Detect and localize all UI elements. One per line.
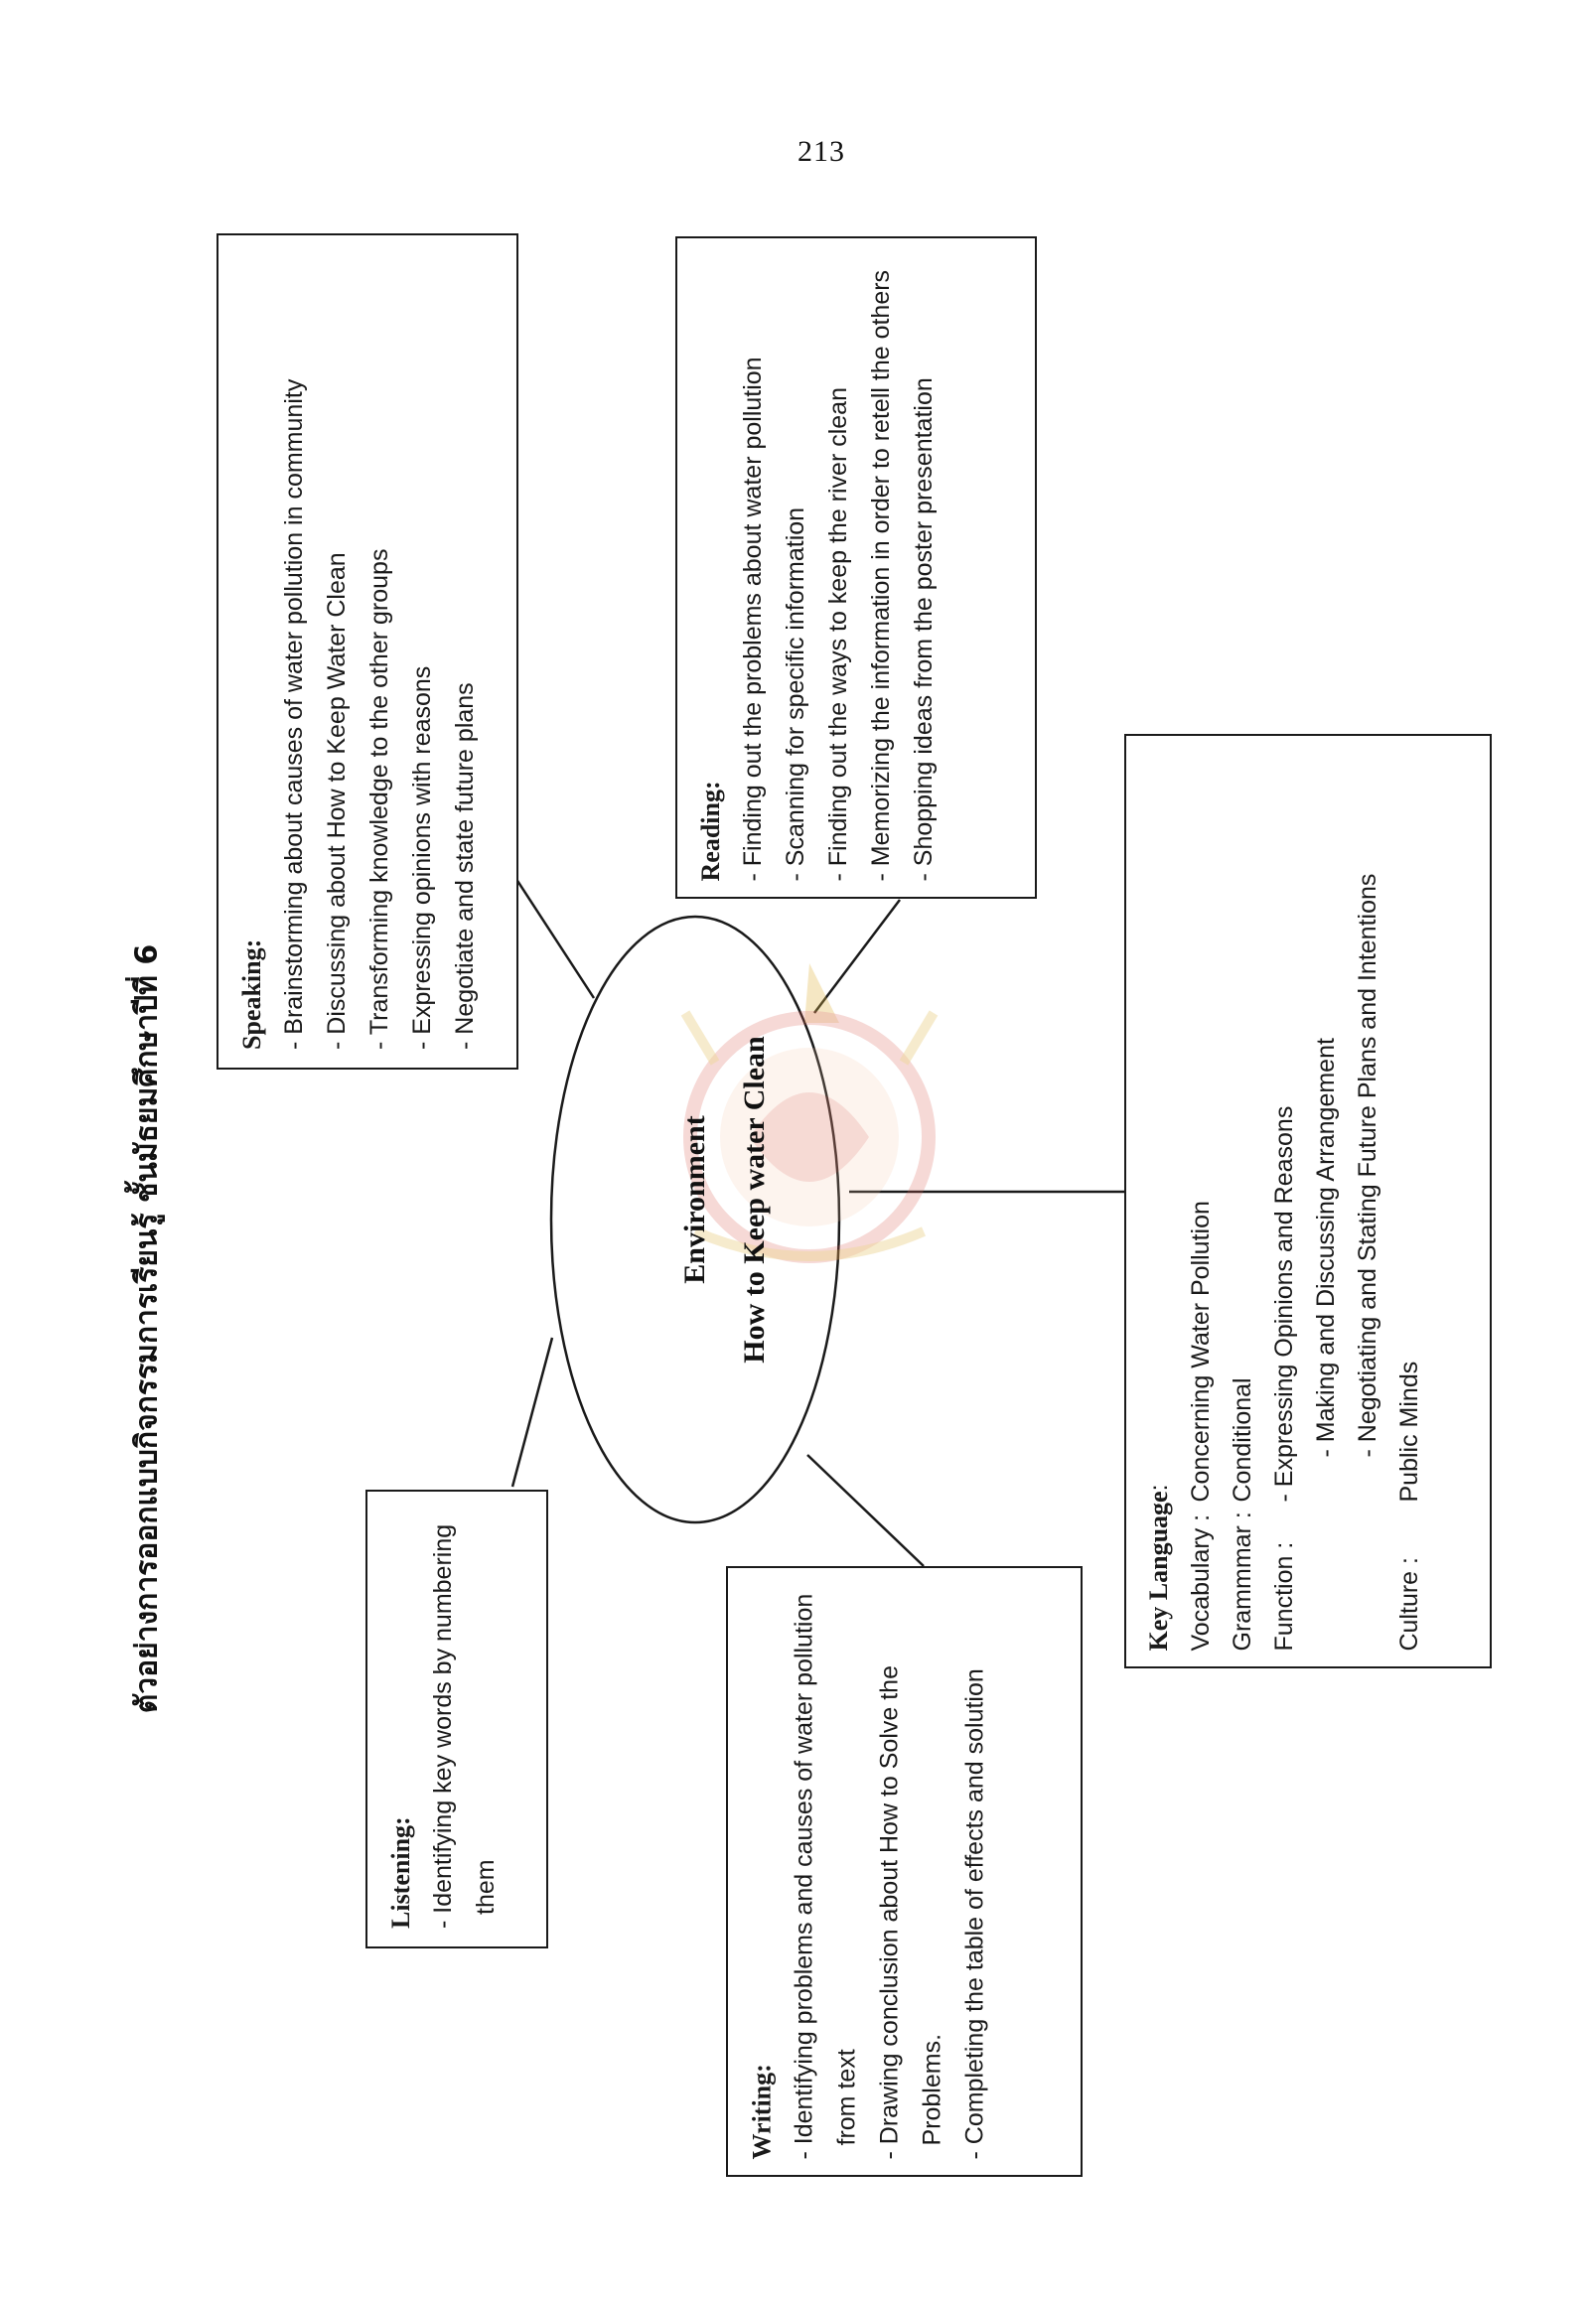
listening-heading: Listening:	[386, 1816, 415, 1929]
reading-item: - Memorizing the information in order to…	[867, 269, 895, 881]
function-row-continued: - Making and Discussing Arrangement	[1305, 752, 1347, 1651]
writing-heading: Writing:	[747, 2063, 776, 2159]
listening-item: - Identifying key words by numbering the…	[429, 1523, 500, 1929]
speaking-item: - Negotiate and state future plans	[451, 682, 479, 1050]
listening-box: Listening: - Identifying key words by nu…	[365, 1490, 548, 1948]
speaking-item: - Discussing about How to Keep Water Cle…	[323, 552, 351, 1050]
speaking-heading: Speaking:	[237, 938, 266, 1050]
function-row-continued: - Negotiating and Stating Future Plans a…	[1347, 752, 1388, 1651]
page-number: 213	[798, 135, 845, 168]
reading-item: - Shopping ideas from the poster present…	[910, 376, 938, 881]
function-item: - Negotiating and Stating Future Plans a…	[1354, 873, 1381, 1457]
speaking-item: - Transforming knowledge to the other gr…	[365, 548, 393, 1050]
grammar-row: Grammmar : Conditional	[1222, 752, 1263, 1651]
writing-item: - Completing the table of effects and so…	[960, 1667, 988, 2159]
speaking-item: - Expressing opinions with reasons	[408, 665, 436, 1050]
culture-label: Culture :	[1395, 1556, 1423, 1651]
center-topic: Environment How to Keep water Clean	[665, 1036, 785, 1363]
vocabulary-label: Vocabulary :	[1187, 1513, 1215, 1651]
vocabulary-value: Concerning Water Pollution	[1187, 1200, 1215, 1502]
connector-speaking	[507, 866, 596, 999]
key-language-box: Key Language: Vocabulary : Concerning Wa…	[1124, 734, 1492, 1668]
center-topic-line2: How to Keep water Clean	[738, 1036, 771, 1364]
function-row: Function : - Expressing Opinions and Rea…	[1263, 752, 1305, 1651]
function-item: - Expressing Opinions and Reasons	[1270, 1105, 1298, 1502]
seal-watermark	[680, 963, 939, 1263]
key-language-heading: Key Language	[1144, 1490, 1173, 1651]
reading-box: Reading: - Finding out the problems abou…	[675, 236, 1037, 899]
reading-item: - Finding out the problems about water p…	[739, 356, 767, 881]
speaking-box: Speaking: - Brainstorming about causes o…	[217, 233, 518, 1070]
vocabulary-row: Vocabulary : Concerning Water Pollution	[1180, 752, 1222, 1651]
function-label: Function :	[1270, 1541, 1298, 1651]
culture-value: Public Minds	[1395, 1361, 1423, 1502]
reading-heading: Reading:	[696, 780, 725, 881]
center-topic-line1: Environment	[678, 1115, 711, 1284]
writing-box: Writing: - Identifying problems and caus…	[726, 1566, 1083, 2177]
connector-reading	[813, 899, 901, 1014]
reading-item: - Finding out the ways to keep the river…	[824, 386, 852, 882]
writing-item: - Identifying problems and causes of wat…	[790, 1593, 860, 2159]
connector-listening	[510, 1337, 554, 1488]
center-ellipse	[549, 915, 841, 1524]
grammar-value: Conditional	[1229, 1376, 1256, 1502]
culture-row: Culture : Public Minds	[1388, 752, 1430, 1651]
function-item: - Making and Discussing Arrangement	[1312, 1037, 1340, 1457]
writing-item: - Drawing conclusion about How to Solve …	[875, 1664, 945, 2160]
key-language-colon: :	[1145, 1483, 1173, 1491]
grammar-label: Grammmar :	[1229, 1511, 1256, 1651]
connector-writing	[806, 1454, 925, 1567]
speaking-item: - Brainstorming about causes of water po…	[280, 378, 308, 1050]
reading-item: - Scanning for specific information	[782, 506, 809, 881]
key-language-heading-row: Key Language:	[1138, 752, 1180, 1651]
